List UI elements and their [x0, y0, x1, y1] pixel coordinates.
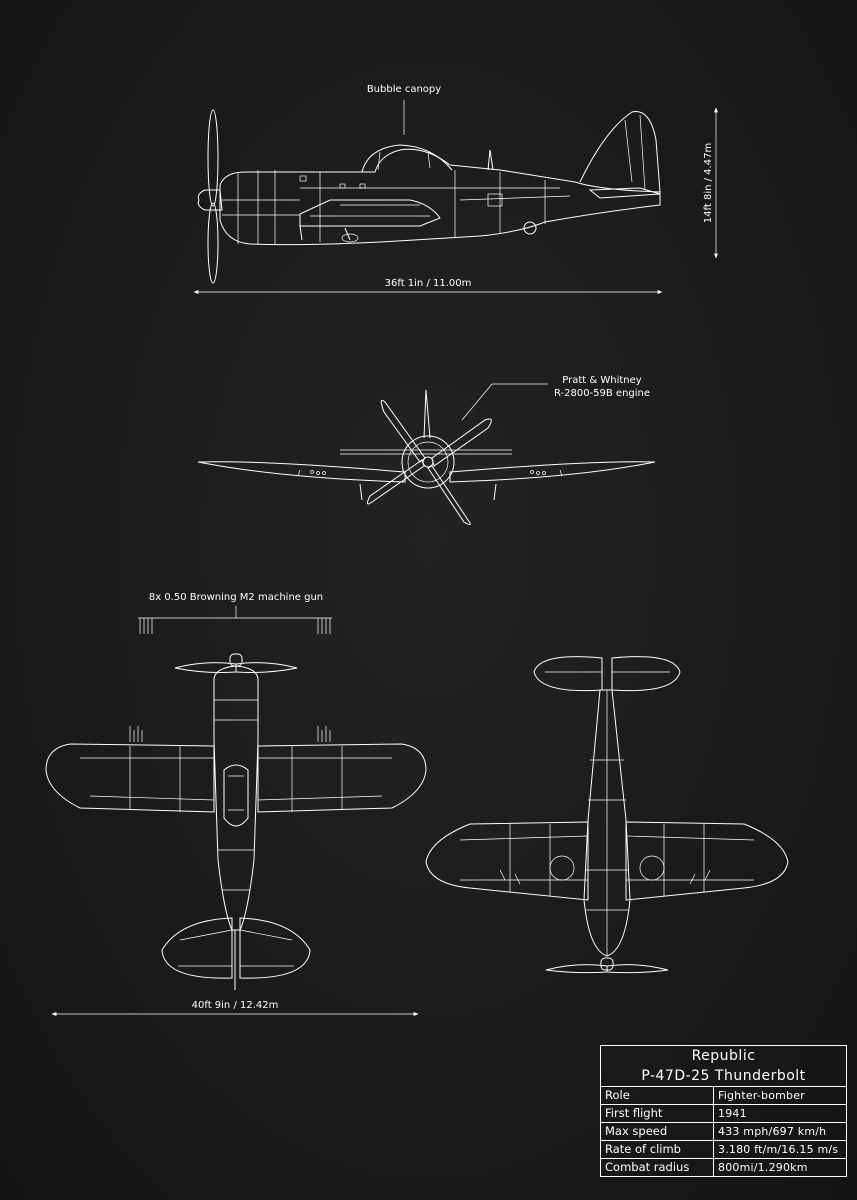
canopy-label: Bubble canopy: [367, 84, 441, 95]
spec-manufacturer: Republic: [691, 1048, 756, 1064]
wingspan-label: 40ft 9in / 12.42m: [192, 1000, 279, 1011]
spec-value-first-flight: 1941: [713, 1104, 846, 1123]
table-row: Combat radius 800mi/1.290km: [601, 1158, 846, 1176]
gun-callout: [138, 606, 332, 634]
spec-label-combat-radius: Combat radius: [601, 1158, 714, 1176]
spec-label-max-speed: Max speed: [601, 1122, 714, 1141]
length-label: 36ft 1in / 11.00m: [385, 278, 472, 289]
spec-model: P-47D-25 Thunderbolt: [641, 1068, 806, 1084]
spec-label-role: Role: [601, 1086, 714, 1105]
top-view: [45, 653, 427, 990]
spec-value-max-speed: 433 mph/697 km/h: [713, 1122, 846, 1141]
spec-label-rate-of-climb: Rate of climb: [601, 1140, 714, 1159]
front-view: [197, 389, 656, 526]
blueprint-drawing: Bubble canopy 36ft 1in / 11.00m 14ft 8in…: [45, 84, 789, 1016]
height-label: 14ft 8in / 4.47m: [703, 143, 714, 223]
spec-rows: Role Fighter-bomber First flight 1941 Ma…: [601, 1086, 846, 1176]
engine-callout-line: [461, 383, 548, 421]
engine-label-line2: R-2800-59B engine: [554, 388, 650, 399]
spec-label-first-flight: First flight: [601, 1104, 714, 1123]
gun-label: 8x 0.50 Browning M2 machine gun: [149, 592, 323, 603]
table-row: Role Fighter-bomber: [601, 1086, 846, 1105]
spec-value-combat-radius: 800mi/1.290km: [713, 1158, 846, 1176]
engine-label-line1: Pratt & Whitney: [562, 375, 642, 386]
spec-value-role: Fighter-bomber: [713, 1086, 846, 1105]
bottom-view: [425, 656, 789, 974]
side-view: [197, 109, 661, 284]
table-row: Max speed 433 mph/697 km/h: [601, 1122, 846, 1141]
spec-table: Republic P-47D-25 Thunderbolt Role Fight…: [600, 1045, 847, 1177]
table-row: Rate of climb 3.180 ft/m/16.15 m/s: [601, 1140, 846, 1159]
table-row: First flight 1941: [601, 1104, 846, 1123]
spec-value-rate-of-climb: 3.180 ft/m/16.15 m/s: [713, 1140, 846, 1159]
